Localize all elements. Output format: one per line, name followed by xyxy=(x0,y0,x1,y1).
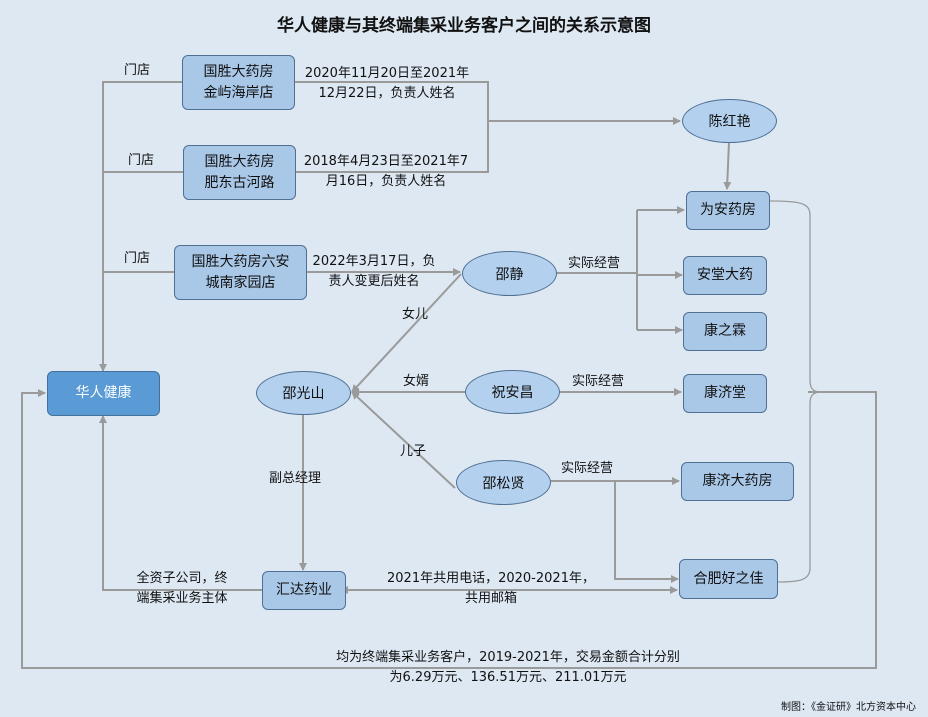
label-date-1: 2020年11月20日至2021年 12月22日，负责人姓名 xyxy=(304,66,470,101)
chen-hongyan-node: 陈红艳 xyxy=(682,99,777,143)
kangzhilin-node: 康之霖 xyxy=(683,312,767,351)
antang-pharmacy-node: 安堂大药 xyxy=(683,256,767,295)
label-date-2: 2018年4月23日至2021年7 月16日，负责人姓名 xyxy=(303,154,469,189)
huida-pharma-node: 汇达药业 xyxy=(262,571,346,610)
label-store-2: 门店 xyxy=(128,153,155,168)
label-transactions: 均为终端集采业务客户，2019-2021年，交易金额合计分别 为6.29万元、1… xyxy=(336,650,680,685)
diagram-title: 华人健康与其终端集采业务客户之间的关系示意图 xyxy=(277,16,651,36)
label-operates-3: 实际经营 xyxy=(561,461,614,476)
chart-source: 制图：《金证研》北方资本中心 xyxy=(781,702,916,713)
kangjitang-node: 康济堂 xyxy=(683,374,767,413)
shao-songxian-node: 邵松贤 xyxy=(456,460,551,505)
label-store-3: 门店 xyxy=(124,251,151,266)
store-jinyu-node: 国胜大药房 金屿海岸店 xyxy=(182,55,295,110)
label-operates-1: 实际经营 xyxy=(568,256,621,271)
store-feidong-node: 国胜大药房 肥东古河路 xyxy=(183,145,296,200)
label-subsidiary: 全资子公司，终 端集采业务主体 xyxy=(136,571,228,606)
weian-pharmacy-node: 为安药房 xyxy=(686,191,770,230)
shao-jing-node: 邵静 xyxy=(462,251,557,296)
kangji-pharmacy-node: 康济大药房 xyxy=(681,462,794,501)
label-son-in-law: 女婿 xyxy=(403,374,430,389)
zhu-anchang-node: 祝安昌 xyxy=(465,370,560,414)
store-luan-node: 国胜大药房六安 城南家园店 xyxy=(174,245,307,300)
label-date-3: 2022年3月17日，负 责人变更后姓名 xyxy=(312,254,436,289)
label-deputy-gm: 副总经理 xyxy=(269,471,322,486)
hefei-haozhijia-node: 合肥好之佳 xyxy=(679,559,778,599)
label-shared-contact: 2021年共用电话，2020-2021年， 共用邮箱 xyxy=(387,571,595,606)
label-store-1: 门店 xyxy=(124,63,151,78)
shao-guangshan-node: 邵光山 xyxy=(256,371,351,415)
huaren-health-node: 华人健康 xyxy=(47,371,160,416)
label-daughter: 女儿 xyxy=(402,307,429,322)
label-son: 儿子 xyxy=(400,444,427,459)
label-operates-2: 实际经营 xyxy=(572,374,625,389)
